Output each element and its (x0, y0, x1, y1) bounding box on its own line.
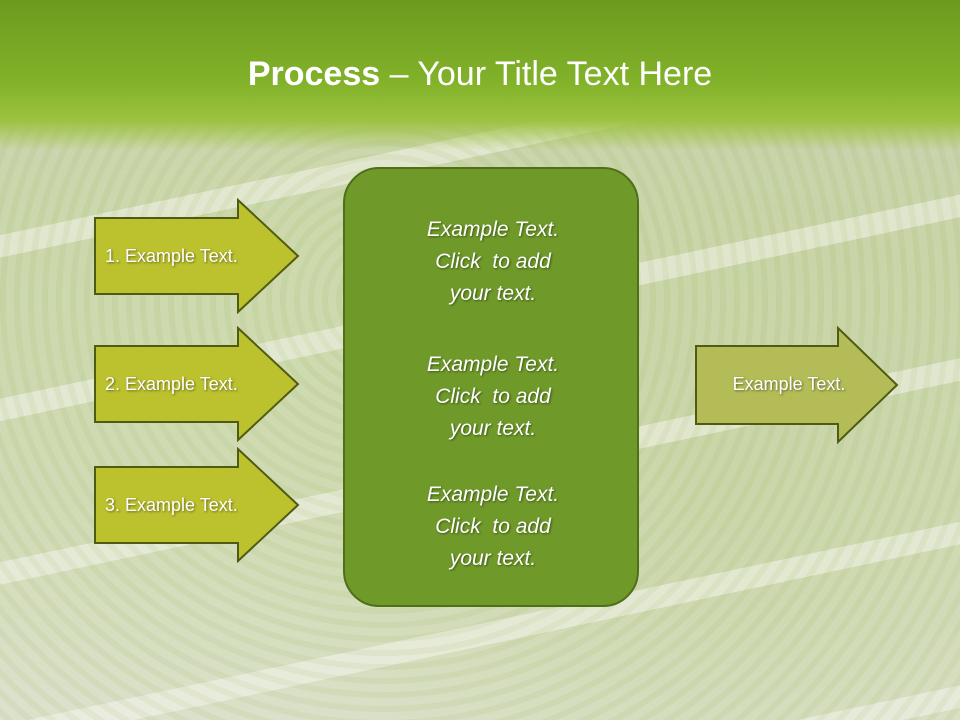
center-block-1-line1: Example Text. (426, 218, 560, 241)
arrow-shape (94, 198, 300, 314)
title-rest: – Your Title Text Here (380, 55, 713, 93)
step-label-2: 2. Example Text. (105, 373, 238, 394)
step-arrow-1[interactable]: 1. Example Text. (93, 198, 303, 314)
center-block-3-line2: Click to add (435, 515, 551, 538)
arrow-shape (94, 447, 300, 563)
step-label-1: 1. Example Text. (105, 245, 238, 266)
center-block-2-line1: Example Text. (426, 353, 560, 376)
output-arrow[interactable]: Example Text. (694, 326, 900, 444)
title-band (0, 0, 960, 150)
center-block-2: Example Text. Click to add your text. (345, 349, 641, 445)
center-text-box[interactable]: Example Text. Click to add your text. Ex… (343, 167, 639, 607)
center-block-1: Example Text. Click to add your text. (345, 214, 641, 310)
center-block-3-line3: your text. (449, 547, 537, 570)
arrow-shape (695, 326, 899, 444)
step-arrow-2[interactable]: 2. Example Text. (93, 326, 303, 442)
center-block-1-line3: your text. (449, 282, 537, 305)
center-block-3: Example Text. Click to add your text. (345, 479, 641, 575)
step-arrow-3[interactable]: 3. Example Text. (93, 447, 303, 563)
title-bold: Process (247, 55, 381, 93)
arrow-shape (94, 326, 300, 442)
center-block-2-line2: Click to add (435, 385, 551, 408)
center-block-2-line3: your text. (449, 417, 537, 440)
center-block-3-line1: Example Text. (426, 483, 560, 506)
step-label-3: 3. Example Text. (105, 494, 238, 515)
center-block-1-line2: Click to add (435, 250, 551, 273)
output-label: Example Text. (732, 373, 846, 394)
slide-title[interactable]: Process – Your Title Text Here (0, 50, 960, 98)
